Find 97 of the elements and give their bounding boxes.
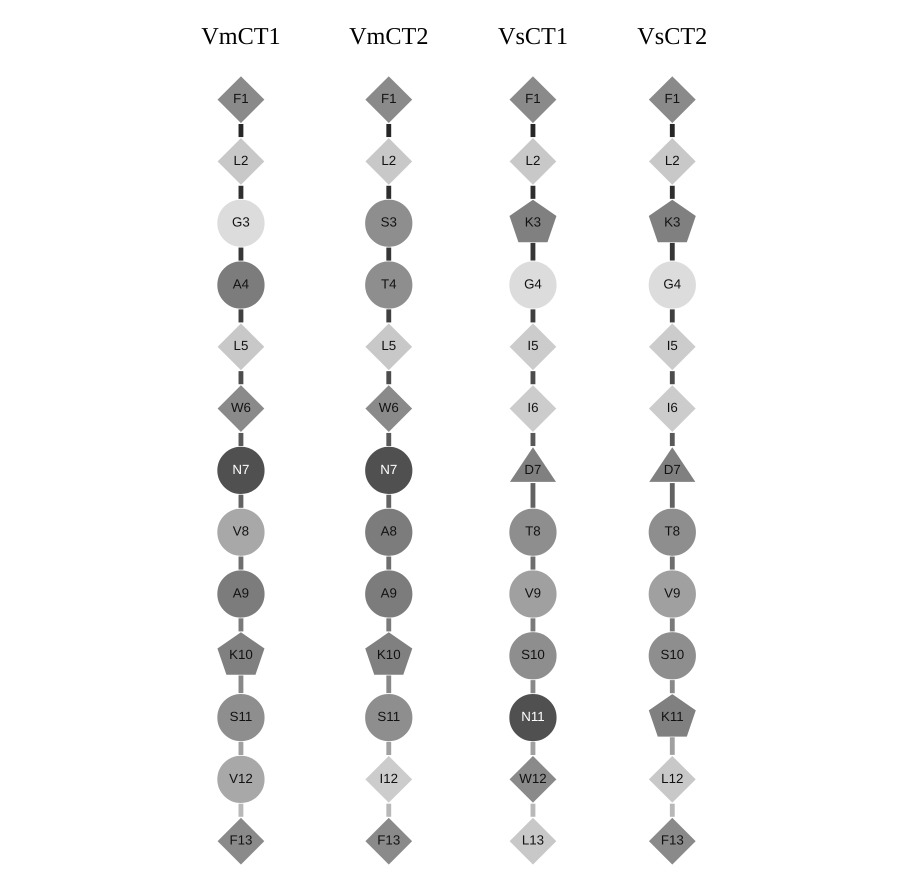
node-diamond: W12 [507,754,558,804]
node-diamond: I5 [507,322,558,372]
connector [530,618,535,632]
node-circle: A9 [216,569,266,619]
node-diamond: L2 [215,136,266,187]
node-diamond: F1 [646,74,697,125]
connector [238,494,243,508]
node-circle: G3 [216,198,266,248]
connector [530,186,535,199]
label: VmCT2 [348,22,428,50]
connector [530,556,535,570]
connector [669,432,674,446]
node-circle: S3 [363,198,414,248]
connector [530,242,535,261]
node-diamond: L2 [646,136,697,187]
label: VsCT1 [497,22,568,50]
node-circle: T8 [508,507,558,558]
node-circle: V12 [216,754,266,804]
connector [669,186,674,199]
connector [386,309,391,322]
connector [530,804,535,817]
node-diamond: I5 [646,322,697,372]
node-diamond: F13 [215,816,266,866]
node-circle: S10 [508,630,558,681]
connector [238,309,243,322]
connector [530,124,535,138]
node-diamond: L2 [507,136,558,187]
node-diamond: F13 [646,816,697,866]
label: VsCT2 [636,22,707,50]
node-diamond: F1 [363,74,414,125]
connector [669,556,674,570]
node-circle: A4 [216,260,266,310]
connector [386,371,391,384]
node-diamond: I6 [646,384,697,434]
connector [669,483,674,508]
connector [386,186,391,199]
connector [238,556,243,570]
connector [238,124,243,138]
node-diamond: L2 [363,136,414,187]
node-diamond: I12 [363,754,414,804]
connector [386,432,391,446]
connector [669,124,674,138]
connector [530,309,535,322]
node-circle: N11 [508,692,558,742]
connector [530,432,535,446]
node-diamond: L5 [215,322,266,372]
connector [530,742,535,755]
connector [386,618,391,632]
connector [386,494,391,508]
node-circle: N7 [216,446,266,496]
node-circle: G4 [646,260,697,310]
label: VmCT1 [200,22,280,50]
connector [530,371,535,384]
connector [238,248,243,261]
connector [386,742,391,755]
node-diamond: L5 [363,322,414,372]
connector [238,618,243,632]
node-diamond: F13 [363,816,414,866]
node-circle: S11 [216,692,266,742]
connector [669,680,674,694]
connector [238,675,243,694]
connector [669,242,674,261]
node-circle: A8 [363,507,414,558]
node-circle: V9 [646,569,697,619]
node-circle: V8 [216,507,266,558]
node-diamond: W6 [215,384,266,434]
node-circle: V9 [508,569,558,619]
connector [386,248,391,261]
connector [238,432,243,446]
connector [386,804,391,817]
connector [238,742,243,755]
connector [530,483,535,508]
connector [669,309,674,322]
node-circle: A9 [363,569,414,619]
connector [669,618,674,632]
node-diamond: F1 [215,74,266,125]
node-circle: G4 [508,260,558,310]
node-diamond: L12 [646,754,697,804]
connector [238,186,243,199]
node-circle: N7 [363,446,414,496]
connector [386,124,391,138]
connector [530,680,535,694]
connector [238,371,243,384]
node-circle: T4 [363,260,414,310]
connector [238,804,243,817]
node-circle: S11 [363,692,414,742]
node-circle: S10 [646,630,697,681]
node-diamond: L13 [507,816,558,866]
node-diamond: I6 [507,384,558,434]
node-diamond: W6 [363,384,414,434]
node-diamond: F1 [507,74,558,125]
connector [669,371,674,384]
connector [386,675,391,694]
node-circle: T8 [646,507,697,558]
connector [386,556,391,570]
connector [669,804,674,817]
connector [669,737,674,755]
